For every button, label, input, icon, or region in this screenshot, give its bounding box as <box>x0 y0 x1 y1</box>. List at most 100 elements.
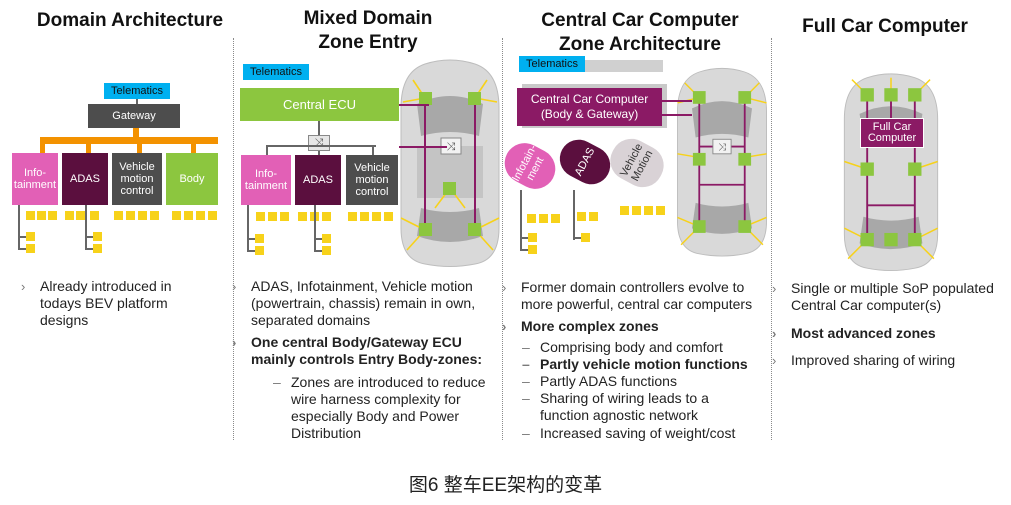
wire <box>520 237 528 239</box>
wire <box>318 151 320 155</box>
domain-vehicle-motion: Vehicle motion control <box>346 155 398 205</box>
title-mixed-domain-line2: Zone Entry <box>318 32 418 53</box>
switch-icon: ⤨ <box>308 135 330 151</box>
wire <box>399 104 429 106</box>
bus-drop <box>137 143 142 153</box>
bullet-marker: › <box>21 279 26 294</box>
zone-node <box>196 211 205 220</box>
zone-node <box>589 212 598 221</box>
title-mixed-domain-line1: Mixed Domain <box>303 8 433 29</box>
zone-node <box>322 234 331 243</box>
bullet-item: › Improved sharing of wiring <box>772 352 956 368</box>
sub-bullet-item: – Partly vehicle motion functions <box>522 356 748 372</box>
bullet-item: › Former domain controllers evolve to mo… <box>502 279 753 312</box>
car-outline-icon: ⤨ <box>400 59 500 267</box>
wire <box>266 145 268 155</box>
wire <box>573 237 581 239</box>
sub-bullet-item: – Partly ADAS functions <box>522 373 677 389</box>
zone-node <box>528 233 537 242</box>
wire <box>266 145 376 147</box>
zone-node <box>26 211 35 220</box>
domain-infotainment: Infotain- ment <box>497 136 563 196</box>
bullet-marker: › <box>502 280 507 295</box>
zone-node <box>322 212 331 221</box>
zone-node <box>581 233 590 242</box>
zone-node <box>551 214 560 223</box>
column-divider <box>233 38 234 440</box>
bus-drop <box>191 143 196 153</box>
zone-node <box>172 211 181 220</box>
wire <box>372 145 374 155</box>
wire <box>247 238 255 240</box>
wire <box>85 248 93 250</box>
full-car-computer-box: Full Car Computer <box>860 118 924 148</box>
zone-node <box>255 246 264 255</box>
wire <box>18 248 26 250</box>
zone-node <box>539 214 548 223</box>
bullet-marker: › <box>232 335 237 350</box>
gateway-box: Gateway <box>88 104 180 128</box>
wire <box>662 114 692 116</box>
zone-node <box>360 212 369 221</box>
sub-bullet-item: – Comprising body and comfort <box>522 339 723 355</box>
car-outline-icon <box>843 73 939 272</box>
wire <box>247 250 255 252</box>
bus-drop <box>86 143 91 153</box>
domain-infotainment: Info- tainment <box>241 155 291 205</box>
zone-node <box>384 212 393 221</box>
zone-node <box>93 244 102 253</box>
wire <box>85 205 87 249</box>
bus-drop <box>40 143 45 153</box>
zone-node <box>527 214 536 223</box>
central-car-computer-box: Central Car Computer (Body & Gateway) <box>517 88 662 126</box>
domain-adas: ADAS <box>553 133 617 191</box>
domain-adas: ADAS <box>62 153 108 205</box>
telematics-box: Telematics <box>243 64 309 80</box>
wire <box>399 146 447 148</box>
backbone-bus <box>40 137 218 144</box>
wire <box>18 205 20 249</box>
bullet-marker: › <box>772 326 777 341</box>
zone-node <box>150 211 159 220</box>
wire <box>520 190 522 250</box>
zone-node <box>632 206 641 215</box>
connector-line <box>136 99 138 104</box>
zone-node <box>184 211 193 220</box>
wire <box>314 250 322 252</box>
zone-node <box>93 232 102 241</box>
column-divider <box>502 38 503 440</box>
sub-marker: – <box>522 339 530 355</box>
bullet-marker: › <box>772 281 777 296</box>
sub-marker: – <box>522 390 530 406</box>
zone-node <box>65 211 74 220</box>
zone-node <box>138 211 147 220</box>
wire <box>18 236 26 238</box>
zone-node <box>577 212 586 221</box>
svg-text:⤨: ⤨ <box>447 140 456 153</box>
domain-body: Body <box>166 153 218 205</box>
sub-marker: – <box>273 374 281 390</box>
sub-bullet-item: – Increased saving of weight/cost <box>522 425 736 441</box>
zone-node <box>126 211 135 220</box>
bullet-item: › Already introduced in todays BEV platf… <box>21 278 172 328</box>
wire <box>85 236 93 238</box>
zone-node <box>620 206 629 215</box>
bullet-marker: › <box>772 353 777 368</box>
figure-caption: 图6 整车EE架构的变革 <box>408 475 603 496</box>
car-outline-icon: ⤨ <box>677 67 767 257</box>
bullet-marker: › <box>502 319 507 334</box>
zone-node <box>26 232 35 241</box>
zone-node <box>268 212 277 221</box>
sub-marker: – <box>522 425 530 441</box>
domain-vehicle-motion: Vehicle motion control <box>112 153 162 205</box>
zone-node <box>298 212 307 221</box>
telematics-box: Telematics <box>519 56 585 72</box>
domain-adas: ADAS <box>295 155 341 205</box>
zone-node <box>37 211 46 220</box>
title-ccc-line1: Central Car Computer <box>541 10 739 31</box>
zone-node <box>26 244 35 253</box>
zone-node <box>208 211 217 220</box>
zone-node <box>114 211 123 220</box>
zone-node <box>372 212 381 221</box>
zone-node <box>255 234 264 243</box>
